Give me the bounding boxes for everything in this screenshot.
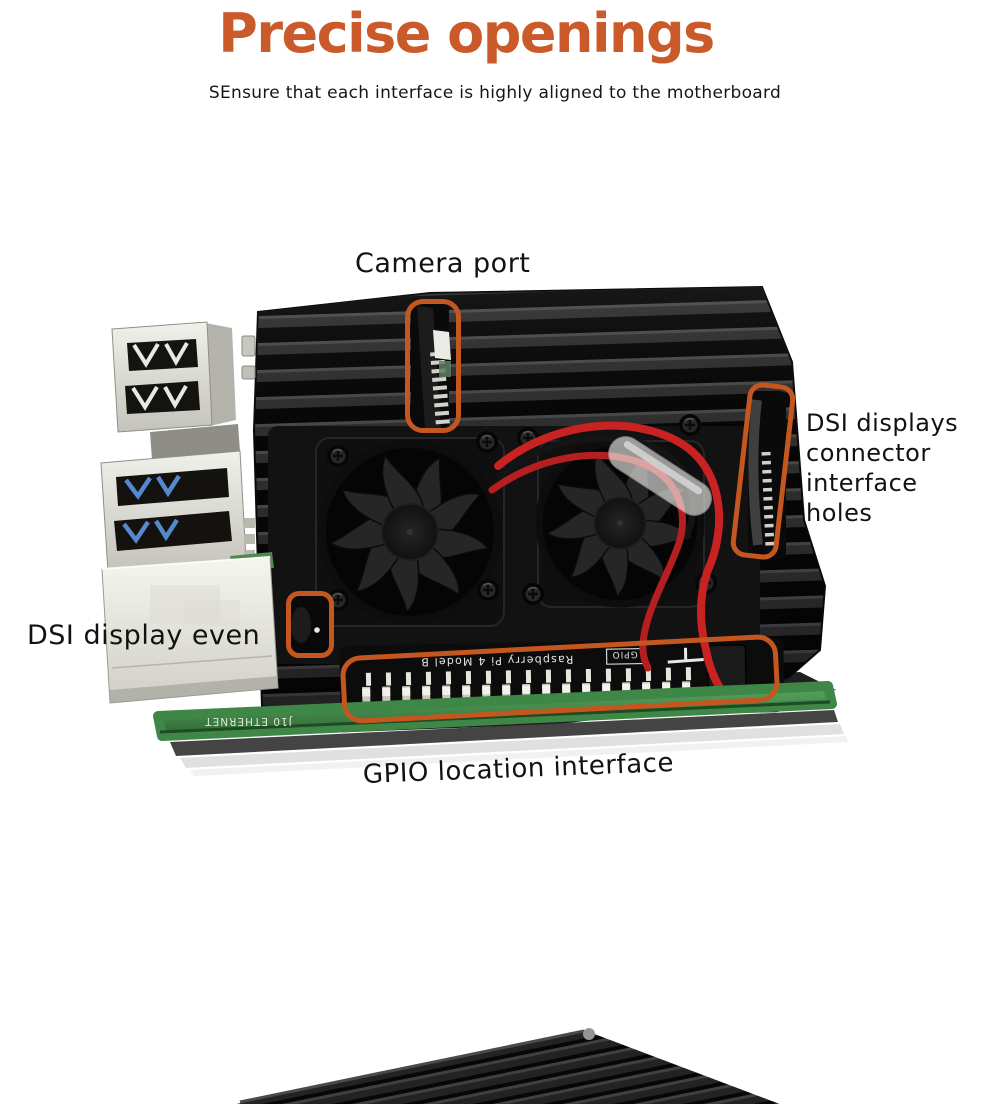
usb2-port — [111, 321, 256, 460]
pcb-edge: J10 ETHERNET — [153, 681, 848, 776]
dsi-connector-label-line4: holes — [806, 499, 873, 527]
camera-port-label: Camera port — [355, 248, 531, 279]
dsi-connector-label: DSI displays connector interface holes — [806, 408, 958, 528]
gpio-silkscreen-text: GPIO — [611, 649, 637, 659]
dsi-connector-label-line2: connector — [806, 439, 931, 467]
second-case-bottom — [236, 1028, 780, 1104]
dsi-display-label: DSI display even — [27, 620, 261, 651]
dsi-connector-slot — [748, 391, 786, 559]
dsi-display-opening — [289, 595, 333, 655]
board-silkscreen-text: Raspberry Pi 4 Model B — [420, 653, 574, 669]
pcb-silkscreen-text: J10 ETHERNET — [204, 715, 293, 727]
usb3-port — [100, 450, 255, 592]
fan-wires — [488, 421, 724, 692]
dsi-connector-label-line1: DSI displays — [806, 409, 959, 437]
heat-shrink-tube — [608, 436, 712, 516]
camera-port-slot — [411, 301, 451, 431]
page-title: Precise openings — [218, 2, 715, 65]
dsi-connector-label-line3: interface — [806, 469, 918, 497]
page-subtitle: SEnsure that each interface is highly al… — [208, 83, 782, 103]
dsi-display-callout — [286, 591, 334, 658]
camera-port-callout — [405, 299, 461, 433]
ethernet-port — [101, 552, 279, 704]
